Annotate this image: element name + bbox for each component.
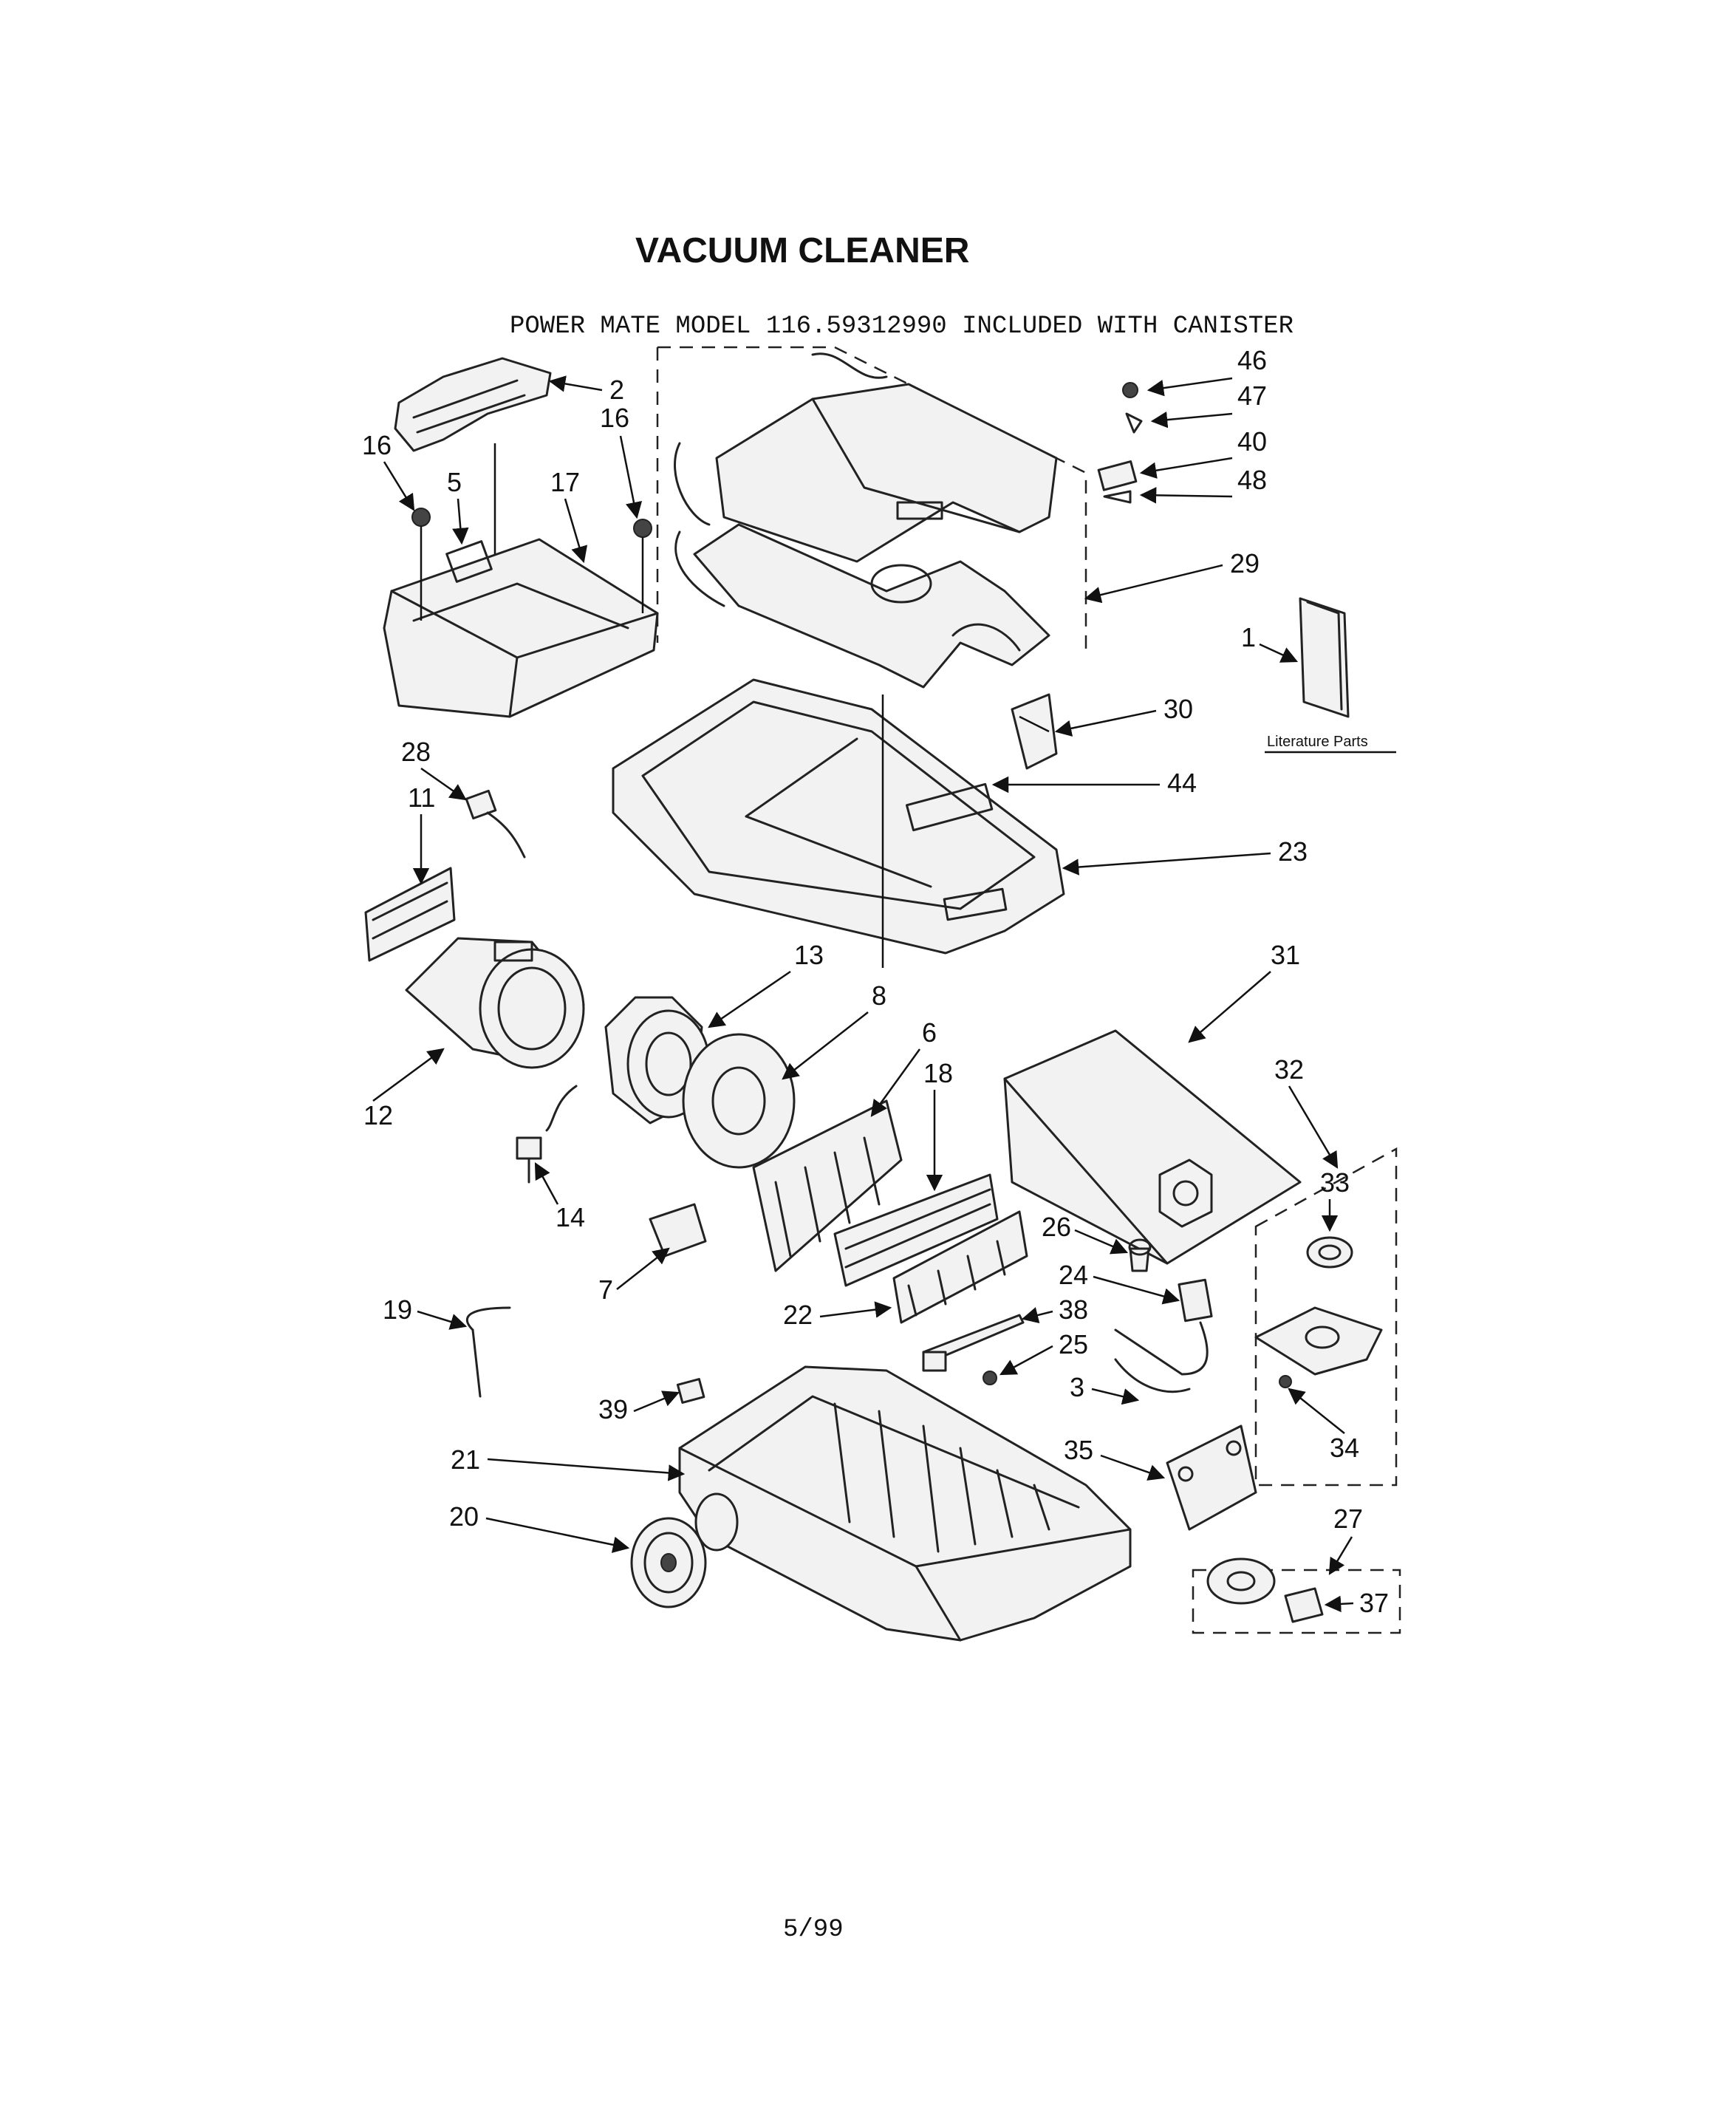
callout-24: 24 <box>1059 1260 1088 1290</box>
rod-part <box>922 1314 1025 1385</box>
callout-17: 17 <box>550 467 580 497</box>
callout-22: 22 <box>783 1300 813 1330</box>
bag-holder-assembly <box>1254 1147 1398 1487</box>
callout-38: 38 <box>1059 1294 1088 1325</box>
callout-5: 5 <box>447 467 462 497</box>
callout-48: 48 <box>1237 465 1267 495</box>
filter-element-part <box>833 1173 999 1287</box>
callout-47: 47 <box>1237 381 1267 411</box>
callout-35: 35 <box>1064 1435 1093 1465</box>
callout-39: 39 <box>598 1394 628 1424</box>
filter-grill-part <box>752 1099 903 1272</box>
latch-part <box>1011 693 1058 770</box>
callout-13: 13 <box>794 940 824 970</box>
callout-21: 21 <box>451 1444 480 1475</box>
literature-part: Literature Parts <box>1265 597 1396 754</box>
leader-lines <box>372 375 1354 1613</box>
callout-18: 18 <box>923 1058 953 1088</box>
callout-16-right: 16 <box>600 403 629 433</box>
page-subtitle: POWER MATE MODEL 116.59312990 INCLUDED W… <box>510 313 1294 341</box>
callout-29: 29 <box>1230 548 1260 579</box>
callout-3: 3 <box>1070 1372 1084 1402</box>
callout-23: 23 <box>1278 836 1308 867</box>
callout-32: 32 <box>1274 1054 1304 1085</box>
clip-part <box>676 1378 705 1404</box>
callout-25: 25 <box>1059 1329 1088 1359</box>
callout-2: 2 <box>609 375 624 405</box>
dust-bag-part <box>1003 1029 1302 1265</box>
callout-40: 40 <box>1237 426 1267 457</box>
callout-16-left: 16 <box>362 430 392 460</box>
base-housing-part <box>678 1365 1132 1642</box>
retainer-part <box>892 1210 1028 1324</box>
callout-44: 44 <box>1167 768 1197 798</box>
page-title: VACUUM CLEANER <box>635 231 969 270</box>
lamp-part <box>1128 1238 1152 1272</box>
callout-12: 12 <box>363 1100 393 1130</box>
motor-housing-part <box>405 937 585 1069</box>
gasket-part <box>682 1033 796 1169</box>
callout-11: 11 <box>408 782 435 813</box>
top-cover-assembly <box>656 346 1087 689</box>
callout-labels: 46 47 40 48 2 16 16 5 17 29 1 30 28 11 4… <box>362 345 1389 1618</box>
callout-37: 37 <box>1359 1588 1389 1618</box>
cord-part <box>465 1306 511 1398</box>
callout-31: 31 <box>1271 940 1300 970</box>
callout-1: 1 <box>1241 622 1256 652</box>
switch-wiring-part <box>1114 1278 1213 1393</box>
fan-assembly <box>1192 1557 1401 1634</box>
callout-28: 28 <box>401 737 431 767</box>
callout-33: 33 <box>1320 1167 1350 1198</box>
wheel-part <box>630 1517 707 1608</box>
callout-20: 20 <box>449 1501 479 1532</box>
filter-pad-part <box>364 867 456 962</box>
callout-27: 27 <box>1333 1504 1363 1534</box>
callout-8: 8 <box>872 980 886 1011</box>
literature-label: Literature Parts <box>1267 734 1368 750</box>
bracket-part <box>649 1203 707 1258</box>
switch-bracket-part <box>1166 1424 1257 1531</box>
handle-base-part <box>383 508 659 718</box>
callout-34: 34 <box>1330 1433 1359 1463</box>
cord-clip-part <box>465 789 526 859</box>
switch-part <box>516 1136 542 1184</box>
callout-6: 6 <box>922 1017 937 1048</box>
callout-26: 26 <box>1042 1212 1071 1242</box>
switch-hardware <box>1097 382 1143 504</box>
page-code: 5/99 <box>783 1916 844 1944</box>
callout-19: 19 <box>383 1294 412 1325</box>
callout-30: 30 <box>1163 694 1193 724</box>
callout-46: 46 <box>1237 345 1267 375</box>
callout-14: 14 <box>556 1202 585 1232</box>
callout-7: 7 <box>598 1274 613 1305</box>
handle-part <box>394 357 552 569</box>
bag-compartment-cover <box>612 678 1065 955</box>
